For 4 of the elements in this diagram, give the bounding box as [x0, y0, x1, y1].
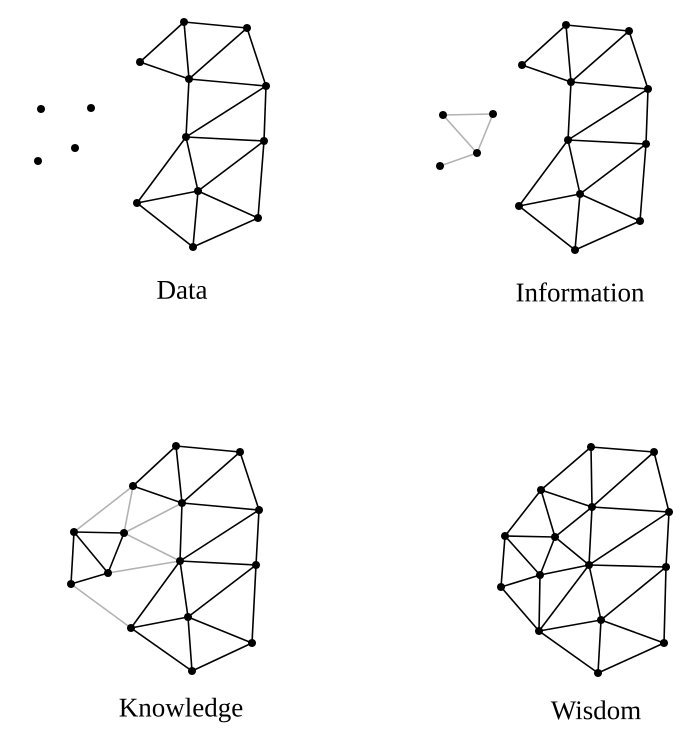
panel-caption: Knowledge	[120, 698, 242, 722]
panel-caption: Data	[157, 281, 208, 299]
panel-caption: Information	[516, 282, 644, 302]
panel-caption: Wisdom	[550, 700, 641, 720]
